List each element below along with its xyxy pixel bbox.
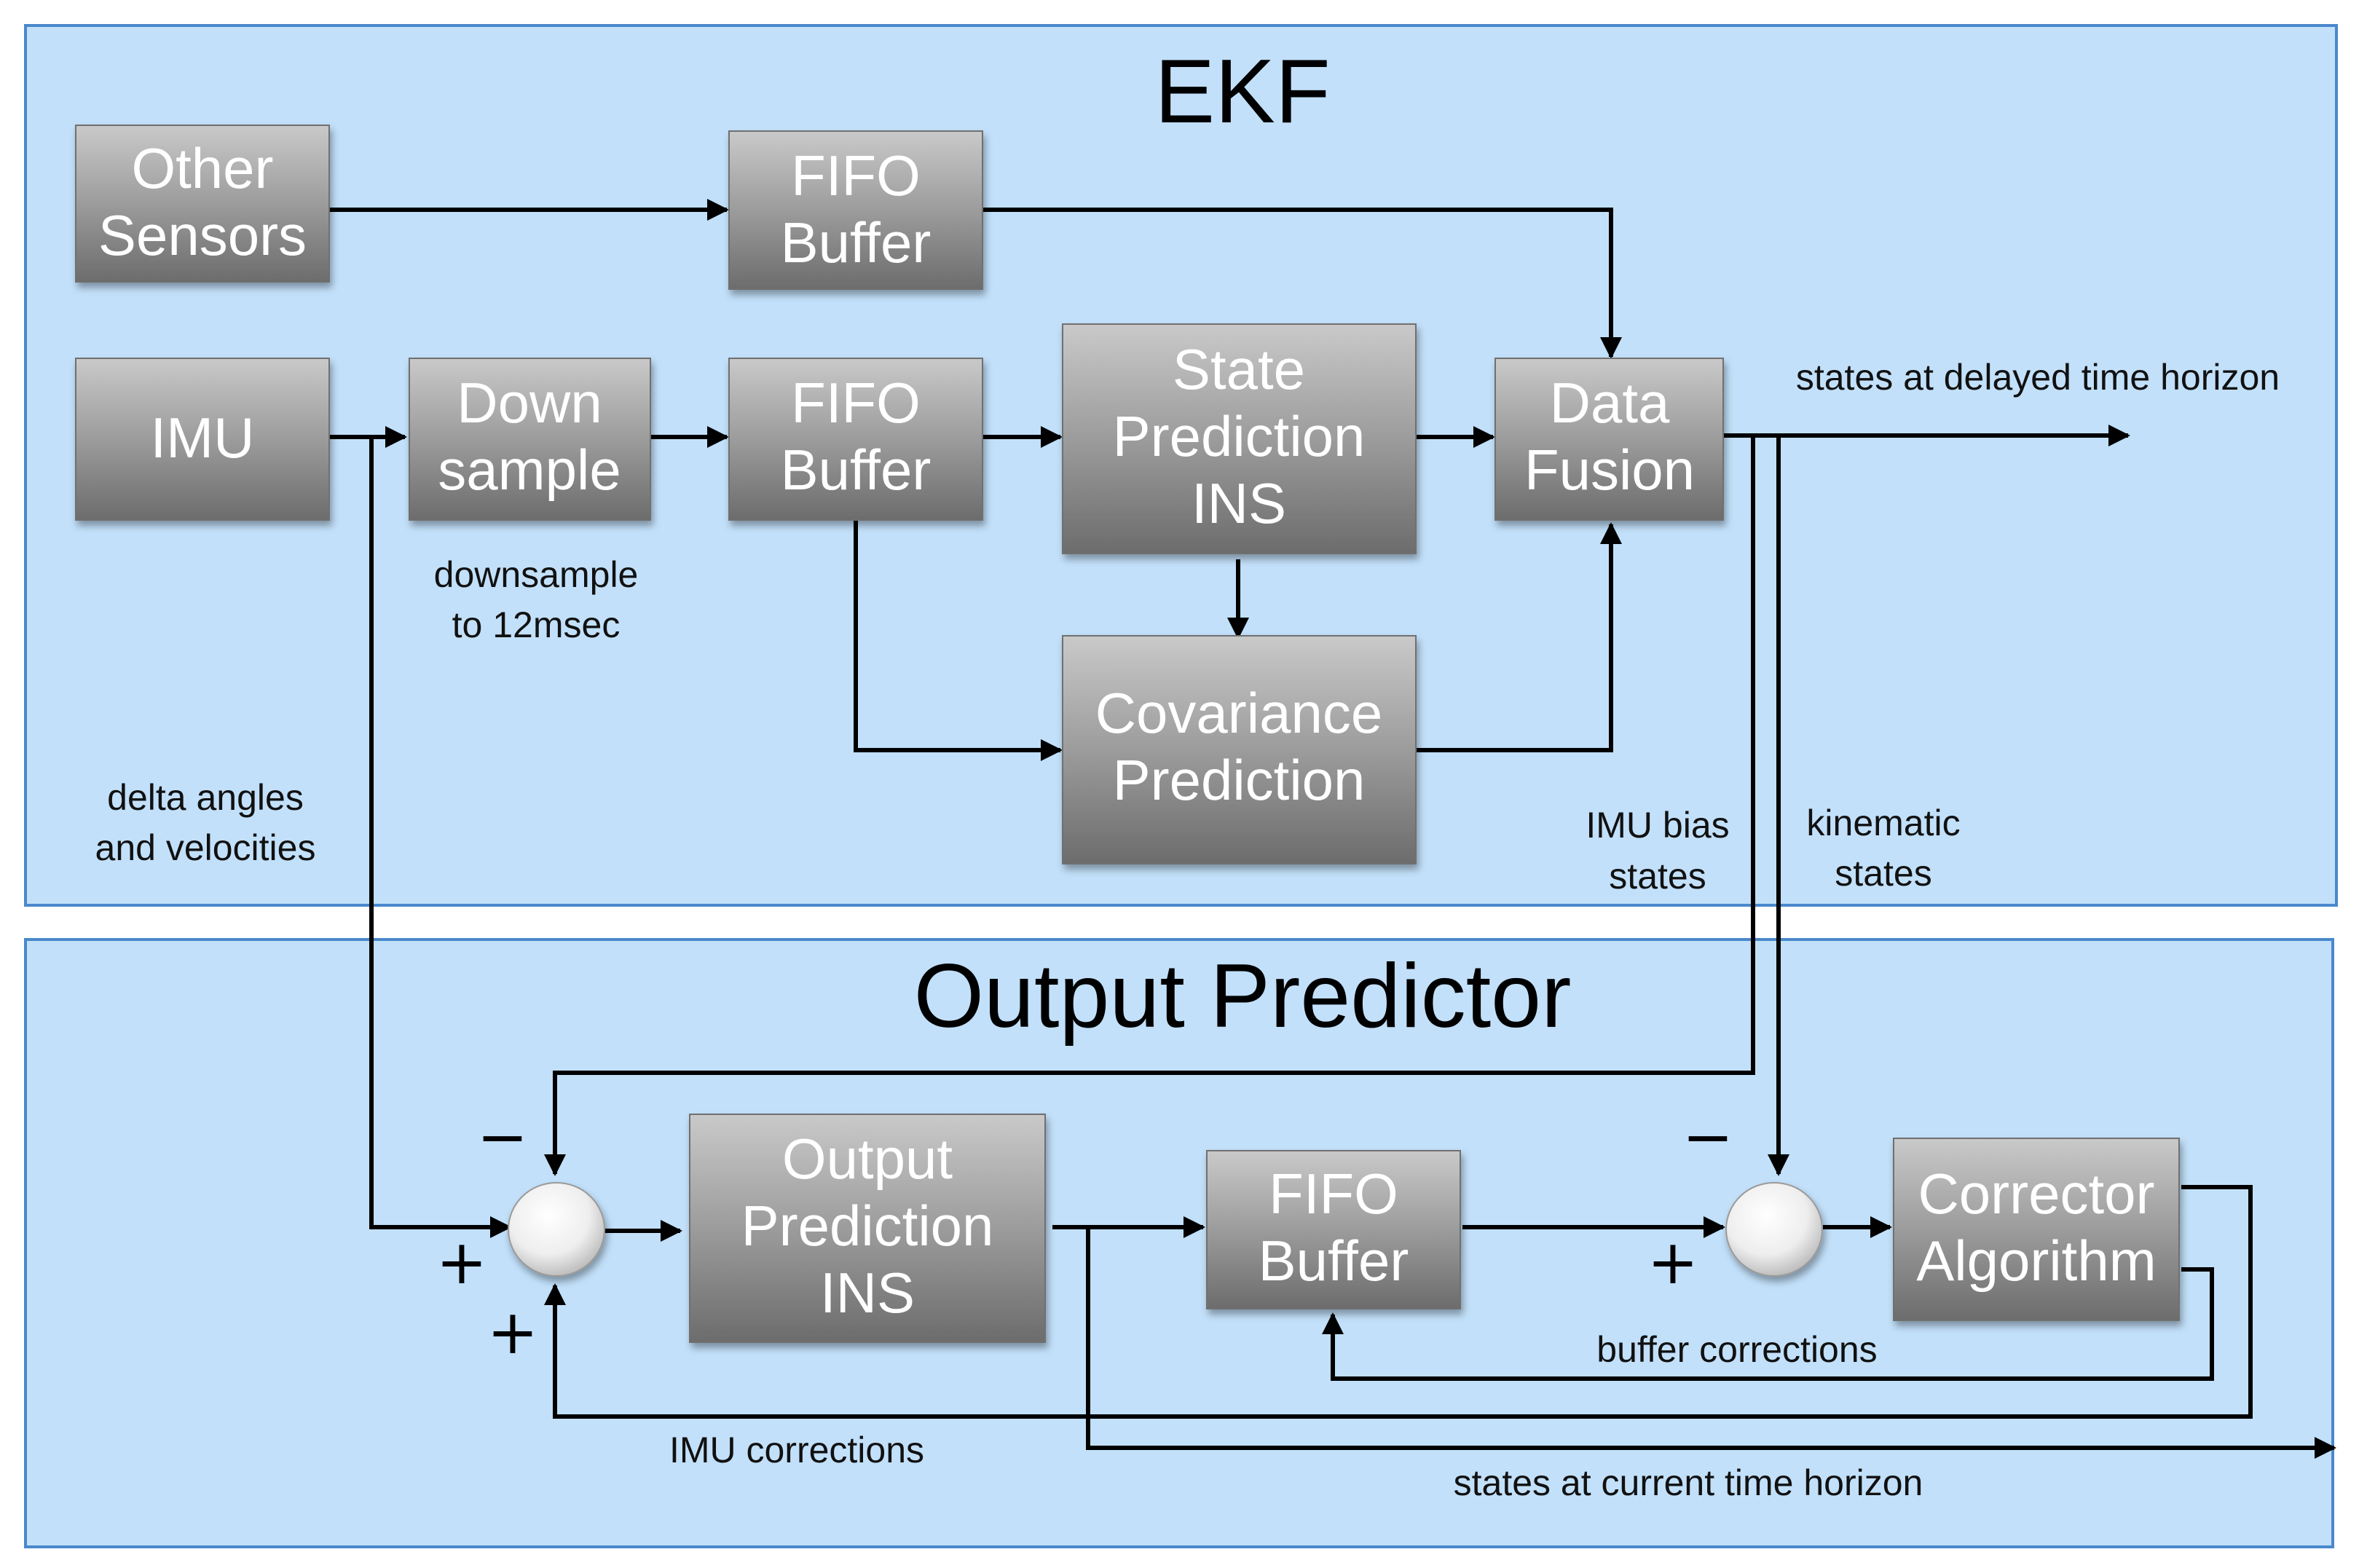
data-fusion-label-line-2: Fusion bbox=[1524, 438, 1695, 502]
other-sensors-label-line-1: Other bbox=[131, 136, 273, 200]
corrector-algorithm-label-line-1: Corrector bbox=[1918, 1162, 2154, 1226]
fifo-buffer-middle-label-line-2: Buffer bbox=[781, 438, 932, 502]
cross-section-connections bbox=[368, 433, 1789, 1238]
fifo-to-data-fusion-wire bbox=[982, 208, 1622, 359]
imu-block: IMU bbox=[75, 358, 330, 521]
covariance-prediction-block: Covariance Prediction bbox=[1062, 635, 1417, 864]
output-prediction-block: Output Prediction INS bbox=[689, 1114, 1046, 1343]
delta-angles-wire bbox=[368, 435, 512, 1238]
downsample-label-line-2: sample bbox=[438, 438, 621, 502]
downsample-block: Down sample bbox=[409, 358, 651, 521]
fifo-buffer-top-label-line-1: FIFO bbox=[791, 143, 921, 208]
fifo-to-covariance-wire bbox=[854, 521, 1063, 761]
imu-label: IMU bbox=[151, 406, 255, 470]
fifo-buffer-top-block: FIFO Buffer bbox=[728, 130, 983, 290]
imu-corrections-label: IMU corrections bbox=[669, 1430, 924, 1470]
imu-corrections-wire bbox=[544, 1185, 2253, 1419]
right-minus-sign: − bbox=[1682, 1101, 1733, 1173]
corrector-algorithm-label-line-2: Algorithm bbox=[1916, 1229, 2156, 1293]
output-prediction-label-line-1: Output bbox=[782, 1127, 953, 1191]
other-sensors-label-line-2: Sensors bbox=[98, 203, 307, 267]
data-fusion-block: Data Fusion bbox=[1494, 358, 1724, 521]
delta-angles-label-line-2: and velocities bbox=[95, 827, 316, 868]
corrector-algorithm-block: Corrector Algorithm bbox=[1893, 1138, 2180, 1321]
kinematic-label-line-2: states bbox=[1835, 853, 1931, 894]
buffer-corrections-label: buffer corrections bbox=[1596, 1329, 1877, 1370]
left-plus-sign-lower: + bbox=[436, 1226, 487, 1298]
right-summing-junction bbox=[1725, 1182, 1823, 1277]
fifo-buffer-middle-label-line-1: FIFO bbox=[791, 371, 921, 435]
fifo-buffer-middle-block: FIFO Buffer bbox=[728, 358, 983, 521]
left-minus-sign: − bbox=[477, 1101, 528, 1173]
output-connections bbox=[544, 1185, 2336, 1459]
left-summing-junction bbox=[508, 1182, 605, 1277]
fifo-buffer-bottom-block: FIFO Buffer bbox=[1206, 1150, 1461, 1309]
imu-bias-label-line-1: IMU bias bbox=[1586, 805, 1729, 846]
state-prediction-label-line-2: Prediction bbox=[1113, 404, 1366, 468]
output-prediction-label-line-2: Prediction bbox=[741, 1194, 994, 1258]
state-prediction-label-line-3: INS bbox=[1192, 471, 1286, 535]
kinematic-label-line-1: kinematic bbox=[1806, 803, 1960, 843]
downsample-note-line-2: to 12msec bbox=[452, 604, 621, 645]
imu-bias-label-line-2: states bbox=[1609, 856, 1706, 897]
other-sensors-block: Other Sensors bbox=[75, 125, 330, 283]
output-predictor-title: Output Predictor bbox=[914, 946, 1572, 1047]
ekf-connections bbox=[329, 199, 2130, 761]
ekf-title: EKF bbox=[1154, 42, 1330, 142]
delta-angles-label-line-1: delta angles bbox=[107, 777, 304, 818]
covariance-prediction-label-line-1: Covariance bbox=[1095, 681, 1383, 745]
delayed-states-label: states at delayed time horizon bbox=[1796, 357, 2280, 398]
fifo-buffer-bottom-label-line-1: FIFO bbox=[1269, 1162, 1398, 1226]
state-prediction-block: State Prediction INS bbox=[1062, 323, 1417, 554]
buffer-corrections-wire bbox=[1322, 1267, 2214, 1381]
downsample-label-line-1: Down bbox=[457, 371, 602, 435]
output-prediction-label-line-3: INS bbox=[820, 1261, 915, 1325]
left-plus-sign-bottom: + bbox=[487, 1296, 538, 1368]
right-plus-sign: + bbox=[1647, 1226, 1698, 1298]
state-prediction-label-line-1: State bbox=[1173, 337, 1305, 401]
fifo-buffer-top-label-line-2: Buffer bbox=[781, 210, 932, 275]
current-states-output-wire bbox=[1086, 1227, 2336, 1459]
downsample-note-line-1: downsample bbox=[434, 554, 639, 595]
kinematic-states-wire bbox=[1723, 433, 1789, 1176]
covariance-prediction-label-line-2: Prediction bbox=[1113, 748, 1366, 812]
data-fusion-label-line-1: Data bbox=[1550, 371, 1670, 435]
covariance-to-data-fusion-wire bbox=[1416, 522, 1622, 752]
fifo-buffer-bottom-label-line-2: Buffer bbox=[1259, 1229, 1409, 1293]
current-states-label: states at current time horizon bbox=[1454, 1462, 1923, 1503]
